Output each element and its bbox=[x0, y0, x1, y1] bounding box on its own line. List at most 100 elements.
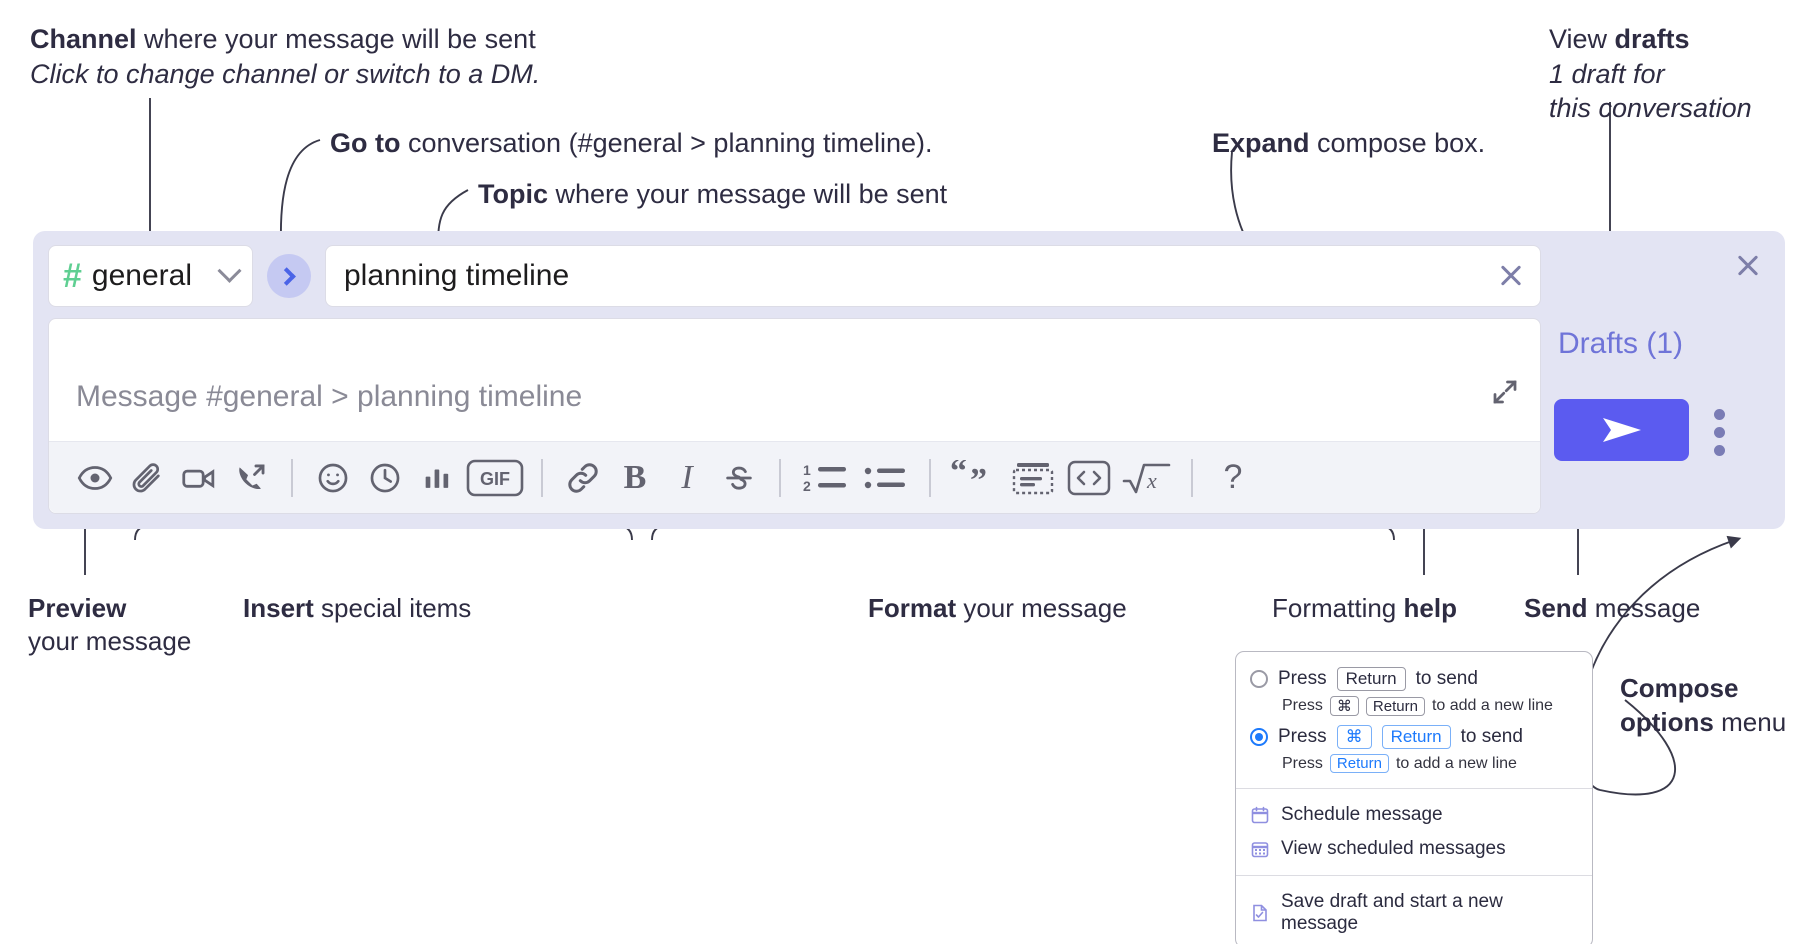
menu-item-label: View scheduled messages bbox=[1281, 838, 1506, 859]
chevron-right-icon bbox=[276, 266, 296, 286]
compose-right-pane: Drafts (1) bbox=[1548, 231, 1785, 529]
annotation-compose-bold: Compose options bbox=[1620, 673, 1739, 737]
code-block-icon[interactable] bbox=[1005, 452, 1061, 504]
annotation-drafts-bold: drafts bbox=[1614, 24, 1690, 54]
annotation-goto-rest: conversation (#general > planning timeli… bbox=[400, 128, 933, 158]
help-icon[interactable]: ? bbox=[1223, 458, 1243, 496]
save-draft-icon bbox=[1250, 903, 1270, 923]
annotation-format-bold: Format bbox=[868, 593, 957, 623]
annotation-insert: Insert special items bbox=[243, 592, 471, 625]
option2-sub-pre: Press bbox=[1282, 754, 1323, 772]
send-icon bbox=[1602, 418, 1641, 442]
kebab-dot bbox=[1714, 445, 1725, 456]
menu-item-view-scheduled-messages[interactable]: View scheduled messages bbox=[1236, 832, 1592, 866]
gif-icon[interactable]: GIF bbox=[463, 452, 527, 504]
option1-pre: Press bbox=[1278, 668, 1327, 689]
ordered-list-icon[interactable]: 1 2 bbox=[795, 452, 857, 504]
video-icon[interactable] bbox=[173, 452, 225, 504]
bulleted-list-icon[interactable] bbox=[857, 452, 915, 504]
annotation-channel: Channel where your message will be sent … bbox=[30, 22, 540, 91]
annotation-preview-rest: your message bbox=[28, 626, 192, 657]
menu-divider bbox=[1236, 875, 1592, 876]
poll-icon[interactable] bbox=[411, 452, 463, 504]
annotation-expand-rest: compose box. bbox=[1309, 128, 1486, 158]
menu-item-label: Schedule message bbox=[1281, 804, 1443, 825]
topic-value: planning timeline bbox=[344, 259, 570, 292]
menu-item-schedule-message[interactable]: Schedule message bbox=[1236, 798, 1592, 832]
annotation-topic-bold: Topic bbox=[478, 179, 548, 209]
bold-icon[interactable]: B bbox=[623, 458, 647, 496]
annotation-send: Send message bbox=[1524, 592, 1700, 625]
chevron-down-icon bbox=[217, 258, 242, 283]
expand-compose-icon[interactable] bbox=[1490, 377, 1520, 407]
toolbar-divider bbox=[1191, 458, 1193, 497]
kebab-dot bbox=[1714, 409, 1725, 420]
toolbar-divider bbox=[541, 458, 543, 497]
key-return: Return bbox=[1365, 696, 1425, 716]
toolbar-divider bbox=[291, 458, 293, 497]
annotation-send-rest: message bbox=[1587, 593, 1701, 623]
attachment-icon[interactable] bbox=[121, 452, 173, 504]
goto-conversation-button[interactable] bbox=[267, 254, 311, 298]
option2-pre: Press bbox=[1278, 726, 1327, 747]
link-icon[interactable] bbox=[557, 452, 609, 504]
option1-post: to send bbox=[1415, 668, 1478, 689]
gif-label: GIF bbox=[480, 469, 510, 489]
close-icon[interactable] bbox=[1733, 251, 1763, 281]
clear-topic-icon[interactable] bbox=[1496, 261, 1526, 291]
audio-call-icon[interactable] bbox=[225, 452, 277, 504]
send-option-return[interactable]: Press Return to send bbox=[1236, 664, 1592, 694]
channel-selector[interactable]: # general bbox=[48, 245, 253, 307]
annotation-goto-bold: Go to bbox=[330, 128, 401, 158]
send-option-cmd-return[interactable]: Press ⌘ Return to send bbox=[1236, 722, 1592, 752]
radio-unselected[interactable] bbox=[1250, 670, 1268, 688]
annotation-compose-options: Compose options menu bbox=[1620, 672, 1810, 740]
compose-panel: # general planning timeline Message #gen… bbox=[33, 231, 1785, 529]
compose-destination-row: # general planning timeline bbox=[48, 245, 1541, 307]
annotation-drafts-line3: this conversation bbox=[1549, 93, 1752, 124]
emoji-icon[interactable] bbox=[307, 452, 359, 504]
message-input-box[interactable]: Message #general > planning timeline bbox=[48, 318, 1541, 514]
math-icon[interactable]: x bbox=[1117, 452, 1177, 504]
annotation-expand: Expand compose box. bbox=[1212, 126, 1485, 161]
annotation-channel-italic: Click to change channel or switch to a D… bbox=[30, 58, 541, 89]
toolbar-divider bbox=[929, 458, 931, 497]
annotation-insert-bold: Insert bbox=[243, 593, 314, 623]
kebab-dot bbox=[1714, 427, 1725, 438]
ol-number-2: 2 bbox=[803, 478, 811, 494]
italic-icon[interactable]: I bbox=[681, 458, 693, 496]
key-return: Return bbox=[1381, 725, 1451, 749]
annotation-send-bold: Send bbox=[1524, 593, 1588, 623]
key-command: ⌘ bbox=[1336, 725, 1372, 749]
key-return: Return bbox=[1329, 754, 1389, 773]
send-option-cmd-return-sub: Press Return to add a new line bbox=[1236, 752, 1592, 779]
svg-text:”: ” bbox=[970, 462, 987, 496]
annotation-format-rest: your message bbox=[956, 593, 1127, 623]
annotation-expand-bold: Expand bbox=[1212, 128, 1310, 158]
key-command: ⌘ bbox=[1329, 696, 1359, 716]
annotation-help: Formatting help bbox=[1272, 592, 1457, 625]
drafts-link[interactable]: Drafts (1) bbox=[1558, 327, 1684, 360]
svg-text:“: “ bbox=[950, 460, 967, 490]
calendar-schedule-icon bbox=[1250, 805, 1270, 825]
send-button[interactable] bbox=[1554, 399, 1689, 461]
compose-options-popup: Press Return to send Press ⌘ Return to a… bbox=[1235, 651, 1593, 944]
option2-sub-post: to add a new line bbox=[1395, 754, 1517, 772]
clock-icon[interactable] bbox=[359, 452, 411, 504]
topic-input[interactable]: planning timeline bbox=[325, 245, 1541, 307]
hash-icon: # bbox=[63, 257, 82, 295]
compose-main-column: # general planning timeline Message #gen… bbox=[48, 245, 1541, 515]
radio-selected[interactable] bbox=[1250, 728, 1268, 746]
channel-name-label: general bbox=[91, 259, 192, 292]
option1-sub-pre: Press bbox=[1282, 697, 1323, 714]
preview-icon[interactable] bbox=[69, 452, 121, 504]
blockquote-icon[interactable]: “ ” bbox=[945, 452, 1005, 504]
compose-options-menu-button[interactable] bbox=[1714, 409, 1725, 463]
option1-sub-post: to add a new line bbox=[1431, 697, 1553, 714]
strikethrough-icon[interactable] bbox=[713, 452, 765, 504]
menu-item-save-draft[interactable]: Save draft and start a new message bbox=[1236, 885, 1592, 941]
option2-post: to send bbox=[1460, 726, 1523, 747]
menu-divider bbox=[1236, 788, 1592, 789]
code-icon[interactable] bbox=[1061, 452, 1117, 504]
annotation-topic-rest: where your message will be sent bbox=[548, 179, 948, 209]
